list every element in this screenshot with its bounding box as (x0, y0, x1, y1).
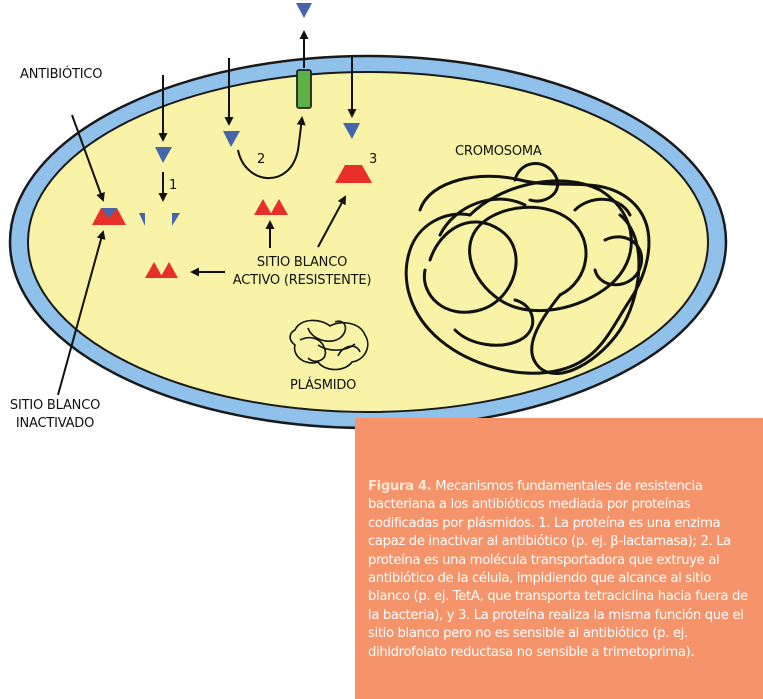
transporter-protein (296, 69, 312, 109)
inactivated-pointer-arrow (57, 230, 106, 396)
plasmid-label: PLÁSMIDO (290, 378, 357, 393)
target-site-icon (145, 262, 163, 278)
antibiotic-pointer-arrow (71, 114, 105, 202)
antibiotic-icon (343, 123, 360, 139)
inactivated-target-icon (92, 208, 126, 225)
antibiotic-icon (101, 208, 117, 224)
efflux-path-arrow (237, 116, 306, 180)
cytoplasm (27, 71, 709, 413)
chromosome-label: CROMOSOMA (455, 144, 542, 159)
caption-box: Figura 4. Mecanismos fundamentales de re… (355, 418, 763, 699)
active-target-label-line1: SITIO BLANCO (256, 255, 348, 270)
figure-caption: Figura 4. Mecanismos fundamentales de re… (368, 478, 751, 662)
inactivated-target-label-line2: INACTIVADO (15, 416, 95, 431)
bacterial-cell (8, 54, 728, 430)
antibiotic-half-icon (172, 213, 180, 226)
mechanism-1-label: 1 (169, 178, 178, 193)
resistant-target-icon (335, 165, 372, 183)
active-target-label: SITIO BLANCO ACTIVO (RESISTENTE) (222, 254, 382, 290)
active-target-label-line2: ACTIVO (RESISTENTE) (232, 273, 372, 288)
antibiotic-icon (223, 131, 240, 147)
antibiotic-molecules (101, 3, 360, 226)
figure-label: Figura 4. (368, 479, 432, 494)
inactivated-target-label: SITIO BLANCO INACTIVADO (0, 397, 110, 433)
antibiotic-icon (155, 147, 172, 163)
plasmid-icon (289, 319, 369, 371)
figure-caption-text: Mecanismos fundamentales de resistencia … (368, 479, 748, 660)
antibiotic-icon (296, 3, 312, 18)
target-site-icon (160, 262, 178, 278)
chromosome-icon (404, 162, 651, 375)
target-site-icon (254, 199, 272, 215)
inactivated-target-label-line1: SITIO BLANCO (9, 398, 101, 413)
arrows (57, 30, 357, 396)
target-site-icon (270, 199, 288, 215)
target-sites (92, 165, 372, 278)
mechanism-3-label: 3 (369, 152, 378, 167)
active-site-pointer-arrow (317, 195, 346, 248)
antibiotic-label: ANTIBIÓTICO (20, 67, 103, 82)
antibiotic-half-icon (139, 213, 145, 226)
mechanism-2-label: 2 (257, 152, 266, 167)
